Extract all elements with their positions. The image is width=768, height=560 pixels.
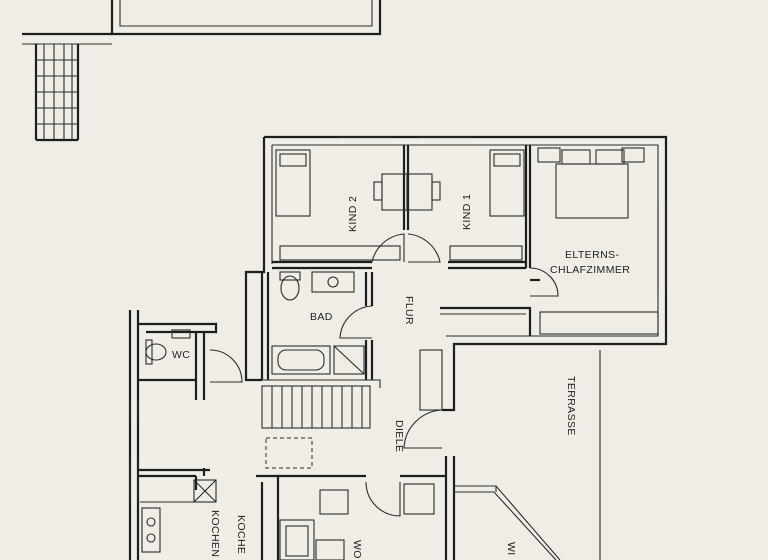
exterior-stair xyxy=(34,44,80,142)
room-label-wc: WC xyxy=(172,349,190,361)
room-label-flur: FLUR xyxy=(403,296,415,325)
room-label-eltern-1: ELTERNS- xyxy=(565,249,619,261)
room-label-diele: DIELE xyxy=(393,420,405,452)
kitchen xyxy=(140,479,217,553)
room-label-wi: WI xyxy=(505,542,517,556)
eltern-furniture xyxy=(537,147,659,335)
wc-block xyxy=(128,310,218,560)
interior-stair xyxy=(261,379,381,429)
room-label-kochen-a: KOCHEN xyxy=(209,510,221,557)
room-label-eltern-2: CHLAFZIMMER xyxy=(550,264,630,276)
top-structure xyxy=(22,0,382,45)
bad-fixtures xyxy=(271,271,365,375)
room-label-terrasse: TERRASSE xyxy=(565,376,577,436)
interior-walls xyxy=(260,145,540,380)
room-label-kind2: KIND 2 xyxy=(347,196,359,232)
kind2-furniture xyxy=(275,149,441,261)
diele-items xyxy=(265,349,443,469)
kind1-furniture xyxy=(449,149,525,261)
room-label-bad: BAD xyxy=(310,311,333,323)
room-label-kind1: KIND 1 xyxy=(461,194,473,230)
wohnen-area xyxy=(256,456,561,560)
outer-walls xyxy=(244,135,668,412)
room-label-wohnen: WO xyxy=(351,540,363,559)
room-label-kochen-b: KOCHE xyxy=(235,515,247,554)
door-swings xyxy=(209,233,559,517)
